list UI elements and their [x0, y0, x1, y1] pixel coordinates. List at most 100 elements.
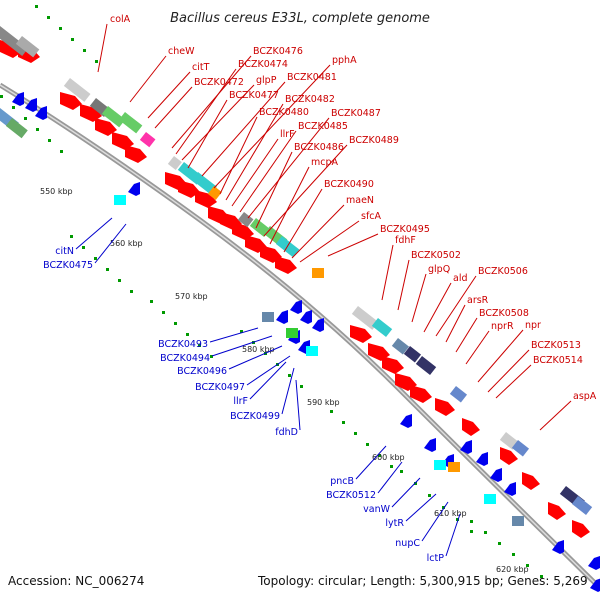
- reverse-gene-block: [448, 462, 460, 472]
- reverse-gene-arrow: [400, 414, 412, 428]
- forward-gene-label: glpP: [256, 75, 277, 86]
- forward-gene-arrow: [60, 92, 82, 110]
- gene-block: [403, 345, 422, 363]
- accession-text: Accession: NC_006274: [8, 574, 144, 588]
- tick-mark: [118, 279, 121, 282]
- gene-label-leader: [231, 138, 279, 207]
- reverse-gene-label: vanW: [363, 504, 390, 515]
- gene-block: [139, 132, 156, 148]
- genome-backbone-highlight: [0, 84, 600, 589]
- tick-mark: [59, 27, 62, 30]
- reverse-gene-label: llrF: [233, 396, 248, 407]
- gene-block: [237, 212, 254, 228]
- forward-gene-label: pphA: [332, 55, 357, 66]
- forward-gene-label: glpQ: [428, 264, 450, 275]
- reverse-gene-block: [286, 328, 298, 338]
- gene-label-leader: [455, 317, 478, 353]
- gene-label-layer: colAcheWcitTBCZK0472BCZK0476BCZK0474glpP…: [43, 14, 597, 564]
- tick-mark: [95, 60, 98, 63]
- forward-gene-label: BCZK0495: [380, 224, 430, 235]
- reverse-gene-arrow: [12, 92, 24, 106]
- gene-label-leader: [246, 355, 291, 386]
- forward-gene-label: BCZK0472: [194, 77, 244, 88]
- gene-label-leader: [201, 81, 286, 177]
- tick-mark: [498, 542, 501, 545]
- gene-label-leader: [94, 223, 127, 264]
- reverse-gene-block: [484, 494, 496, 504]
- tick-mark: [150, 300, 153, 303]
- gene-label-leader: [219, 116, 258, 195]
- gene-label-leader: [465, 330, 490, 365]
- gene-block: [351, 306, 379, 330]
- gene-label-leader: [423, 282, 452, 333]
- gene-block: [371, 318, 393, 337]
- gene-label-leader: [283, 188, 323, 253]
- tick-mark: [512, 553, 515, 556]
- gene-label-leader: [381, 244, 394, 301]
- reverse-gene-arrow: [476, 452, 488, 466]
- reverse-gene-label: BCZK0497: [195, 382, 245, 393]
- gene-block: [0, 26, 29, 57]
- gene-label-leader: [187, 99, 228, 169]
- gene-block: [5, 118, 28, 139]
- tick-mark: [366, 443, 369, 446]
- gene-label-leader: [181, 84, 255, 161]
- gene-block: [207, 185, 222, 201]
- tick-label: 620 kbp: [496, 565, 529, 574]
- reverse-gene-label: BCZK0475: [43, 260, 93, 271]
- forward-gene-label: maeN: [346, 195, 374, 206]
- forward-gene-arrow: [178, 180, 200, 198]
- genome-summary-text: Topology: circular; Length: 5,300,915 bp…: [257, 574, 588, 588]
- tick-mark: [330, 410, 333, 413]
- tick-mark: [342, 421, 345, 424]
- tick-mark: [354, 432, 357, 435]
- gene-block: [63, 78, 91, 102]
- gene-label-leader: [327, 233, 379, 257]
- forward-gene-label: citT: [192, 62, 210, 73]
- gene-block: [511, 440, 530, 457]
- forward-gene-arrow: [95, 118, 117, 136]
- forward-gene-arrow: [500, 447, 518, 465]
- forward-gene-arrow: [548, 502, 566, 520]
- reverse-gene-label: BCZK0499: [230, 411, 280, 422]
- reverse-gene-arrow: [290, 300, 302, 314]
- gene-label-leader: [97, 23, 108, 73]
- reverse-gene-arrow: [504, 482, 516, 496]
- tick-label: 590 kbp: [307, 398, 340, 407]
- forward-gene-label: BCZK0487: [331, 108, 381, 119]
- forward-gene-label: llrF: [280, 129, 295, 140]
- gene-label-leader: [269, 166, 310, 245]
- tick-mark: [24, 117, 27, 120]
- gene-label-leader: [487, 349, 530, 393]
- tick-mark: [414, 482, 417, 485]
- gene-label-leader: [171, 55, 252, 149]
- forward-gene-arrow: [382, 356, 404, 374]
- reverse-gene-block: [434, 460, 446, 470]
- gene-label-leader: [421, 501, 449, 542]
- tick-label: 560 kbp: [110, 239, 143, 248]
- reverse-gene-arrow: [300, 310, 312, 324]
- tick-mark: [288, 374, 291, 377]
- reverse-gene-arrow: [552, 540, 564, 554]
- gene-label-leader: [411, 273, 427, 323]
- forward-gene-arrow: [522, 472, 540, 490]
- tick-mark: [60, 150, 63, 153]
- gene-block: [249, 218, 271, 237]
- reverse-gene-label: nupC: [395, 538, 420, 549]
- gene-label-leader: [213, 64, 331, 189]
- tick-mark: [71, 38, 74, 41]
- tick-mark: [470, 520, 473, 523]
- tick-mark: [174, 322, 177, 325]
- forward-gene-arrow: [232, 222, 254, 240]
- reverse-gene-label: lytR: [385, 518, 404, 529]
- forward-gene-label: BCZK0513: [531, 340, 581, 351]
- forward-gene-arrow: [462, 418, 480, 436]
- tick-mark: [82, 246, 85, 249]
- reverse-gene-label: BCZK0493: [158, 339, 208, 350]
- forward-gene-arrow: [368, 343, 390, 361]
- gene-block: [101, 106, 126, 128]
- reverse-gene-label: fdhD: [275, 427, 298, 438]
- forward-gene-label: BCZK0474: [238, 59, 288, 70]
- reverse-gene-block: [262, 312, 274, 322]
- reverse-gene-label: BCZK0494: [160, 353, 210, 364]
